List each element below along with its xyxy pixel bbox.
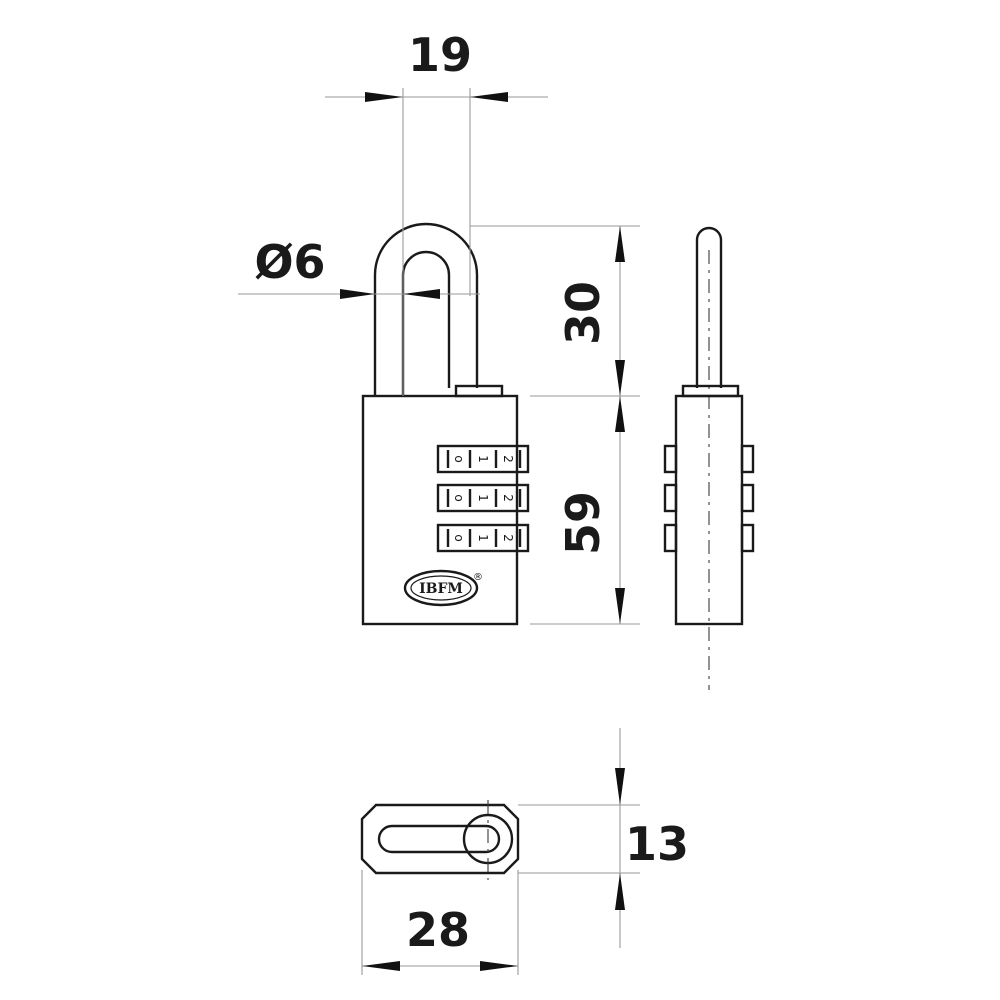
brand-logo: IBFM ® bbox=[403, 569, 483, 607]
side-collar bbox=[681, 384, 740, 398]
dial-wheel-1: o 1 2 bbox=[436, 444, 530, 474]
dial-digit: o bbox=[452, 494, 466, 501]
side-view bbox=[663, 226, 755, 690]
dimension-13: 13 bbox=[518, 728, 689, 948]
dim-thickness: 13 bbox=[625, 817, 689, 871]
dimension-19: 19 bbox=[325, 28, 548, 396]
brand-logo-text: IBFM bbox=[419, 581, 463, 597]
dim-shackle-height: 30 bbox=[556, 281, 610, 345]
dial-wheel-3: o 1 2 bbox=[436, 523, 530, 553]
dial-digit: 1 bbox=[476, 494, 490, 502]
dimension-diameter: Ø6 bbox=[238, 235, 480, 299]
dial-digit: 1 bbox=[476, 455, 490, 463]
dial-digit: o bbox=[452, 455, 466, 462]
dial-wheel-2: o 1 2 bbox=[436, 483, 530, 513]
front-view: o 1 2 o 1 2 o 1 2 IBFM ® bbox=[361, 222, 530, 626]
dim-shackle-spacing: 19 bbox=[408, 28, 472, 82]
dimension-59: 59 bbox=[530, 395, 640, 625]
dial-digit: o bbox=[452, 534, 466, 541]
shackle-collar bbox=[454, 384, 504, 398]
dim-shackle-diameter: Ø6 bbox=[254, 235, 325, 289]
dial-digit: 2 bbox=[501, 534, 515, 542]
side-shackle bbox=[695, 226, 723, 388]
top-body-outline bbox=[360, 803, 520, 875]
registered-mark: ® bbox=[473, 572, 483, 583]
top-shackle-slot bbox=[377, 824, 501, 854]
dimension-30: 30 bbox=[470, 225, 640, 396]
dim-body-height: 59 bbox=[556, 491, 610, 555]
dimension-28: 28 bbox=[361, 870, 519, 975]
shackle-outer bbox=[373, 222, 479, 396]
dim-width: 28 bbox=[406, 903, 470, 957]
shackle-inner bbox=[401, 250, 451, 396]
dial-digit: 2 bbox=[501, 455, 515, 463]
dial-digit: 1 bbox=[476, 534, 490, 542]
top-view bbox=[360, 800, 520, 880]
dial-digit: 2 bbox=[501, 494, 515, 502]
